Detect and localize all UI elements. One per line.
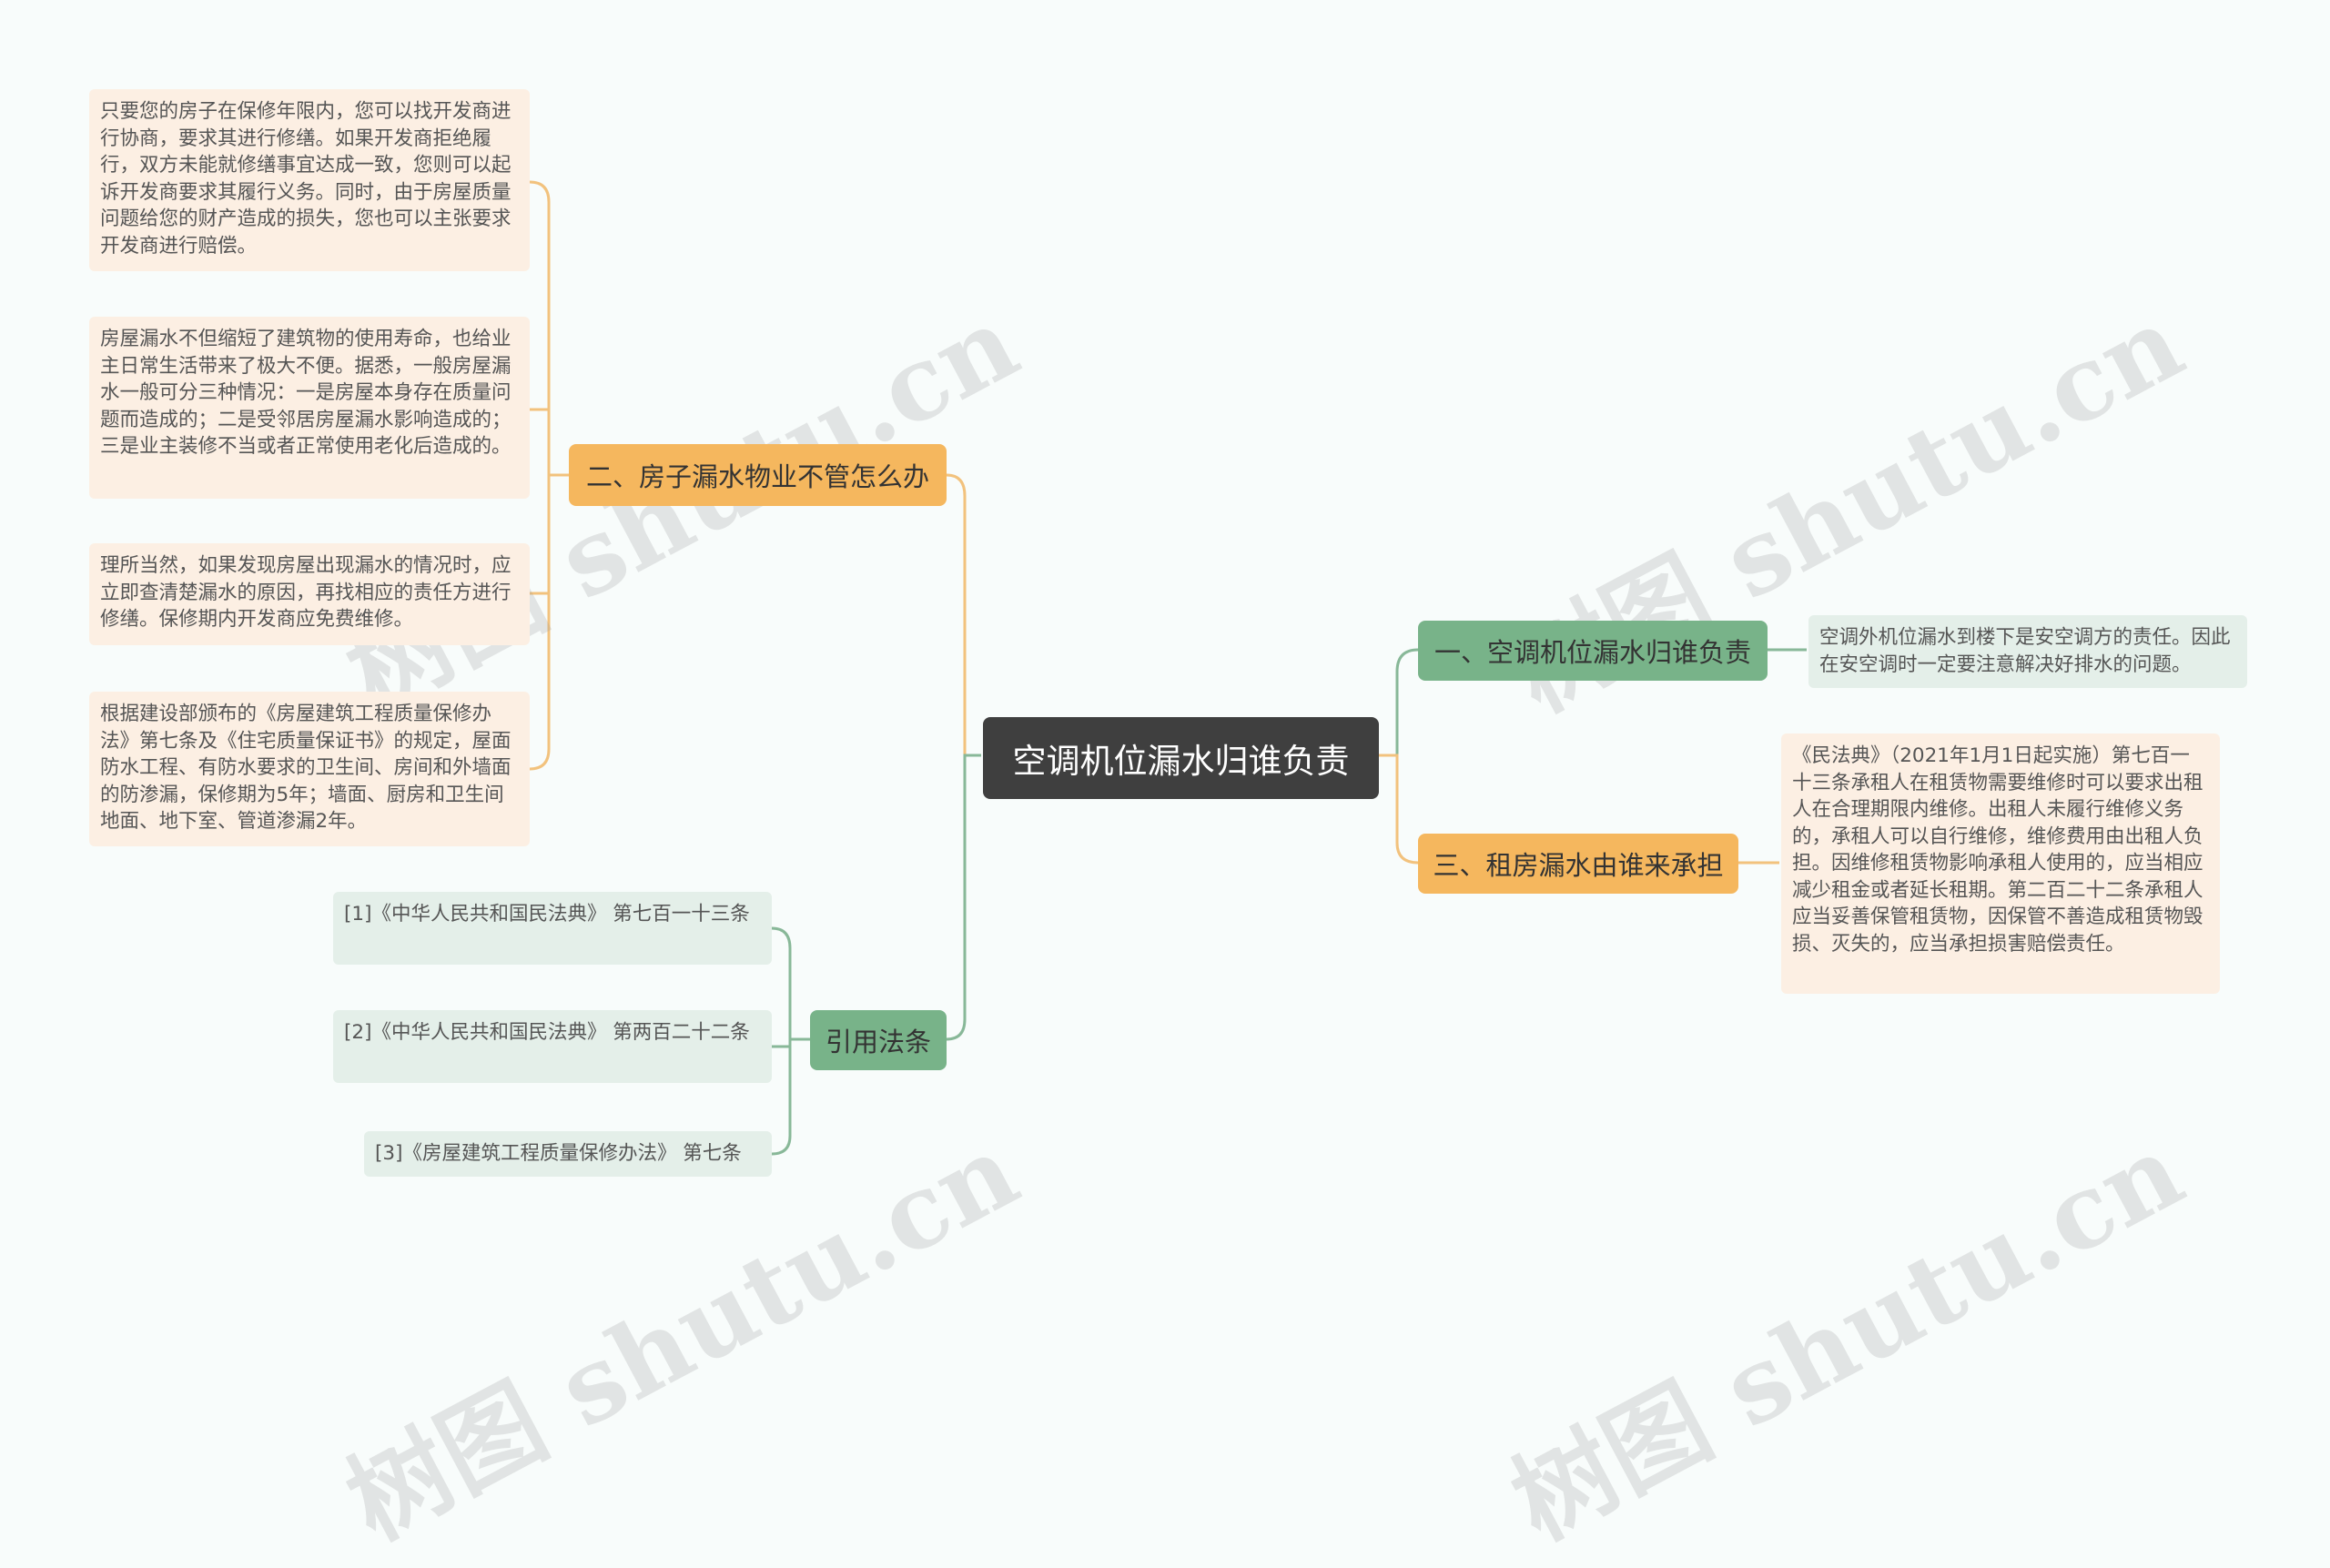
- branch-node-2[interactable]: 二、房子漏水物业不管怎么办: [569, 444, 947, 506]
- connector-b4-leaves: [771, 926, 810, 1156]
- connector-lines: [529, 180, 1807, 1156]
- connector-root-b3: [1379, 754, 1419, 865]
- leaf-node-citation[interactable]: [3]《房屋建筑工程质量保修办法》 第七条: [364, 1131, 772, 1177]
- leaf-node[interactable]: 理所当然，如果发现房屋出现漏水的情况时，应立即查清楚漏水的原因，再找相应的责任方…: [89, 543, 530, 645]
- connector-b2-leaves: [529, 180, 569, 771]
- connector-root-b1: [1379, 648, 1419, 757]
- leaf-node-citation[interactable]: [1]《中华人民共和国民法典》 第七百一十三条: [333, 892, 772, 965]
- branch-node-3[interactable]: 三、租房漏水由谁来承担: [1418, 834, 1738, 894]
- leaf-node[interactable]: 只要您的房子在保修年限内，您可以找开发商进行协商，要求其进行修缮。如果开发商拒绝…: [89, 89, 530, 271]
- leaf-node[interactable]: 《民法典》（2021年1月1日起实施）第七百一十三条承租人在租赁物需要维修时可以…: [1781, 733, 2220, 994]
- leaf-node[interactable]: 空调外机位漏水到楼下是安空调方的责任。因此在安空调时一定要注意解决好排水的问题。: [1808, 615, 2247, 688]
- leaf-node[interactable]: 根据建设部颁布的《房屋建筑工程质量保修办法》第七条及《住宅质量保证书》的规定，屋…: [89, 692, 530, 846]
- root-node[interactable]: 空调机位漏水归谁负责: [983, 717, 1379, 799]
- leaf-node[interactable]: 房屋漏水不但缩短了建筑物的使用寿命，也给业主日常生活带来了极大不便。据悉，一般房…: [89, 317, 530, 499]
- branch-node-1[interactable]: 一、空调机位漏水归谁负责: [1418, 621, 1768, 681]
- leaf-node-citation[interactable]: [2]《中华人民共和国民法典》 第两百二十二条: [333, 1010, 772, 1083]
- branch-node-4[interactable]: 引用法条: [810, 1010, 947, 1070]
- connector-root-b4: [946, 754, 981, 1041]
- connector-root-b2: [946, 473, 981, 757]
